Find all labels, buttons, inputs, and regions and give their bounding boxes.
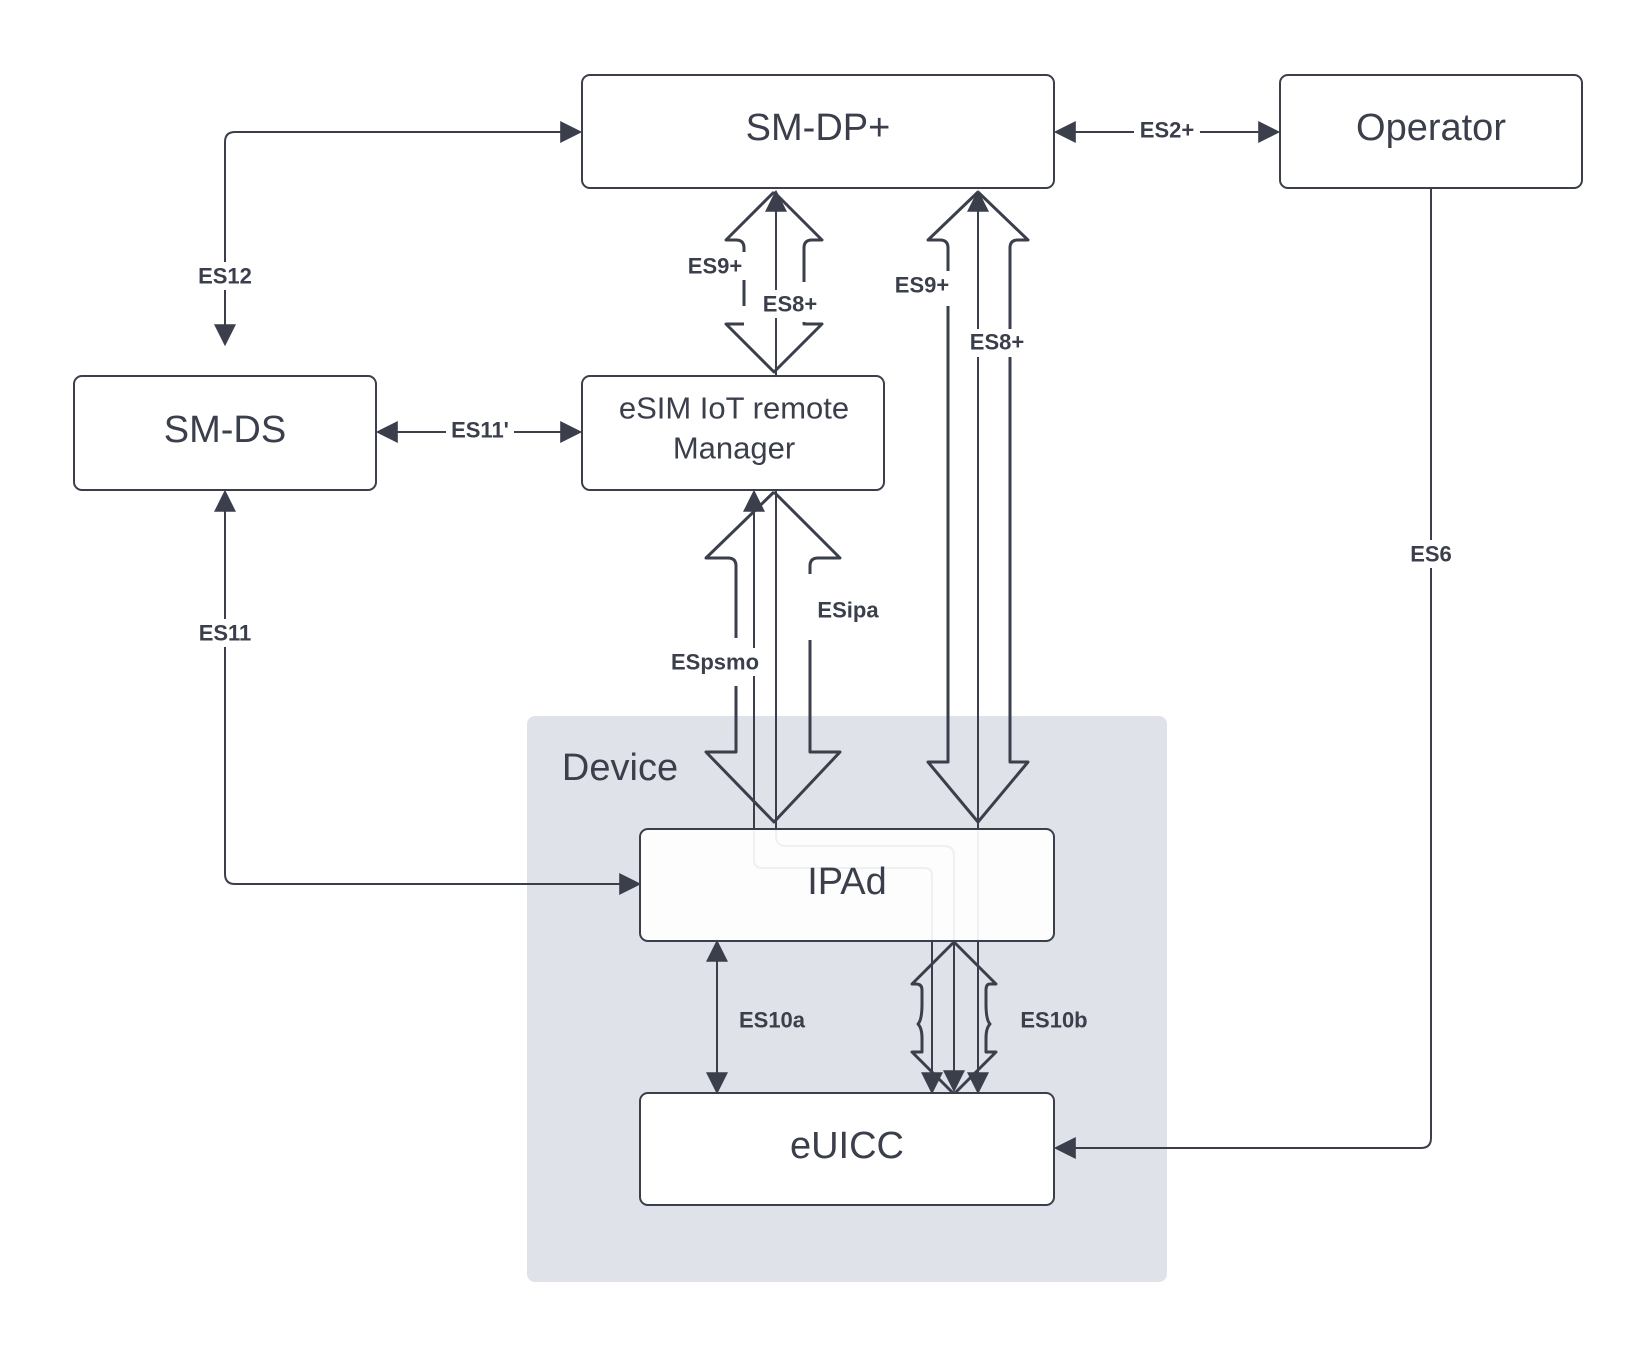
fat-arrows [704, 190, 1030, 1096]
es8-right-label: ES8+ [970, 330, 1024, 355]
node-eim: eSIM IoT remote Manager [581, 375, 885, 491]
esipa-label: ESipa [817, 598, 879, 623]
es11-connector [214, 489, 642, 895]
es6-connector [1053, 188, 1432, 1159]
operator-label: Operator [1356, 107, 1506, 149]
es2-label: ES2+ [1140, 118, 1194, 143]
euicc-label: eUICC [790, 1125, 904, 1167]
espsmo-label: ESpsmo [671, 650, 759, 675]
node-ipad: IPAd [639, 828, 1055, 942]
eim-label-line1: eSIM IoT remote [619, 391, 849, 426]
es12-connector [214, 121, 583, 347]
node-smds: SM-DS [73, 375, 377, 491]
node-smdp: SM-DP+ [581, 74, 1055, 189]
interface-labels: ES2+ ES12 ES11' ES11 ES9+ ES8+ ES9+ ES8+… [192, 117, 1458, 1033]
esipa-fat-arrow [704, 490, 842, 824]
es10b-label: ES10b [1020, 1008, 1087, 1033]
es9-right-label: ES9+ [895, 273, 949, 298]
ipad-label: IPAd [807, 861, 887, 903]
es9-left-label: ES9+ [688, 254, 742, 279]
es8-left-label: ES8+ [763, 292, 817, 317]
device-label: Device [562, 747, 678, 789]
smdp-label: SM-DP+ [746, 107, 891, 149]
es9-left-fat-arrow [724, 190, 824, 374]
es6-label: ES6 [1410, 542, 1452, 567]
smds-label: SM-DS [164, 409, 286, 451]
es11-label: ES11 [199, 621, 252, 646]
es10a-label: ES10a [739, 1008, 806, 1033]
node-operator: Operator [1279, 74, 1583, 189]
es12-label: ES12 [198, 264, 252, 289]
node-euicc: eUICC [639, 1092, 1055, 1206]
eim-label-line2: Manager [673, 431, 795, 466]
es11p-label: ES11' [451, 418, 509, 443]
es9-right-fat-arrow [926, 190, 1030, 824]
